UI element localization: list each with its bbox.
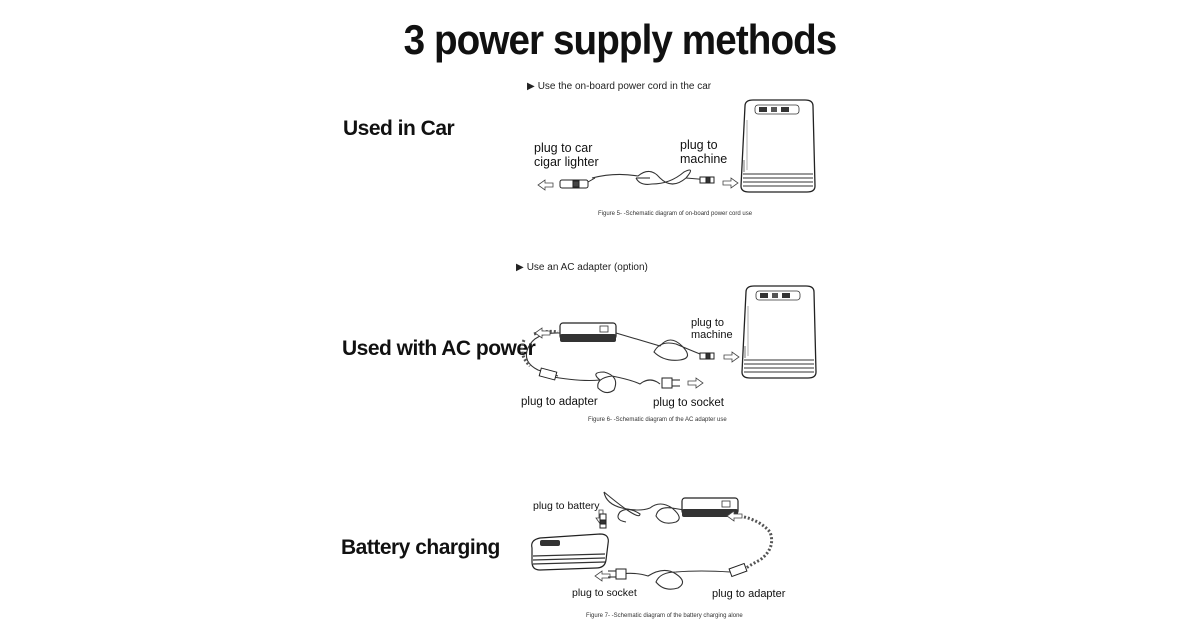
battery-plug — [599, 513, 607, 529]
battery-dashed-cable — [739, 514, 774, 572]
car-note-text: Use the on-board power cord in the car — [537, 81, 712, 92]
label-plug-socket-battery: plug to socket — [572, 587, 637, 599]
hollow-arrow-icon — [723, 351, 740, 363]
battery-socket-plug — [608, 568, 627, 580]
car-note: ▶Use the on-board power cord in the car — [527, 81, 711, 92]
hollow-arrow-icon — [594, 570, 611, 582]
label-plug-machine-ac: plug to machine — [691, 317, 733, 341]
ac-machine-plug — [699, 352, 715, 360]
hollow-arrow-icon — [722, 177, 739, 189]
figure-caption-5: Figure 5- -Schematic diagram of on-board… — [598, 211, 753, 217]
car-machine-illustration — [740, 99, 816, 193]
battery-adapter-plug — [728, 562, 748, 578]
section-heading-battery: Battery charging — [341, 536, 500, 559]
ac-dashed-cable — [520, 339, 532, 368]
hollow-arrow-icon — [537, 179, 554, 191]
ac-adapter-illustration — [559, 322, 617, 343]
figure-caption-6: Figure 6- -Schematic diagram of the AC a… — [588, 417, 727, 423]
car-machine-plug — [699, 176, 715, 184]
battery-cables — [603, 491, 731, 590]
hollow-arrow-icon — [687, 377, 704, 389]
section-heading-car: Used in Car — [343, 117, 455, 140]
label-plug-machine-car: plug to machine — [680, 138, 728, 166]
car-power-cord — [591, 169, 711, 185]
page-title: 3 power supply methods — [403, 16, 838, 63]
ac-note-text: Use an AC adapter (option) — [526, 262, 648, 273]
ac-cables — [525, 332, 715, 394]
battery-illustration — [531, 533, 609, 571]
label-cigar-lighter: plug to car cigar lighter — [534, 141, 599, 169]
car-cigar-plug — [559, 177, 596, 189]
hollow-arrow-icon — [534, 327, 551, 339]
triangle-right-icon: ▶ — [527, 81, 535, 92]
ac-note: ▶Use an AC adapter (option) — [516, 262, 648, 273]
label-plug-battery: plug to battery — [533, 500, 600, 512]
section-heading-ac: Used with AC power — [342, 337, 536, 360]
label-plug-adapter-battery: plug to adapter — [712, 588, 786, 600]
ac-adapter-plug — [538, 367, 558, 381]
label-plug-adapter-ac: plug to adapter — [521, 396, 598, 408]
figure-caption-7: Figure 7- -Schematic diagram of the batt… — [586, 613, 743, 619]
label-plug-socket-ac: plug to socket — [653, 397, 724, 409]
ac-machine-illustration — [741, 285, 817, 379]
ac-socket-plug — [661, 377, 680, 389]
triangle-right-icon: ▶ — [516, 262, 524, 273]
